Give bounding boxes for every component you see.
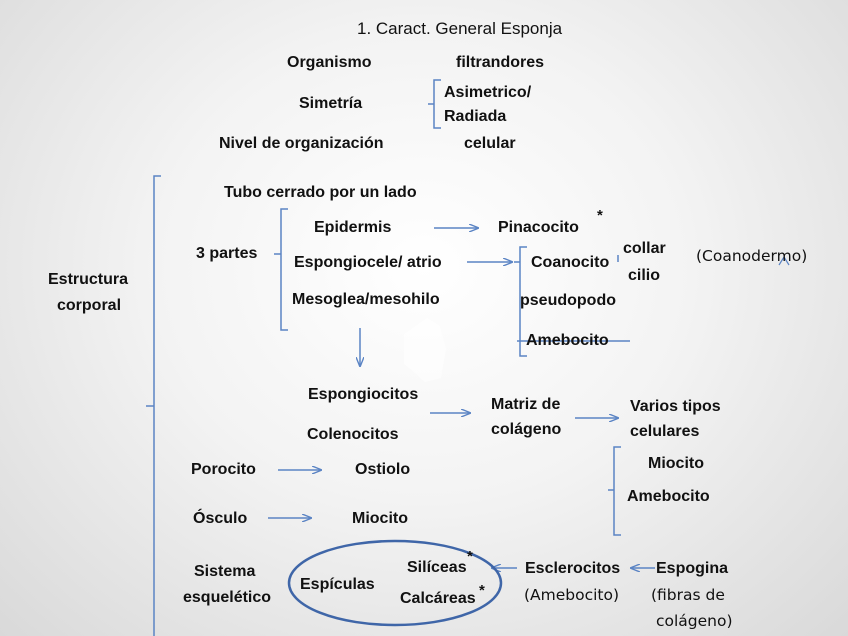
nivel-label: Nivel de organización	[219, 135, 384, 152]
simetria-value-2: Radiada	[444, 108, 507, 125]
simetria-value-1: Asimetrico/	[444, 84, 532, 101]
bracket-varios-tipos	[608, 446, 621, 536]
osculo: Ósculo	[193, 510, 248, 527]
tres-partes: 3 partes	[196, 245, 258, 262]
asterisk-siliceas: *	[467, 548, 473, 565]
sistema-label-2: esquelético	[183, 589, 272, 606]
bracket-tres-partes	[274, 208, 288, 331]
coanodermo: (Coanodermo)	[696, 247, 808, 265]
amebocito-paren: (Amebocito)	[524, 586, 620, 604]
bracket-estructura-corporal	[146, 175, 161, 636]
mesoglea: Mesoglea/mesohilo	[292, 291, 440, 308]
fibras-colageno-1: (fibras de	[651, 586, 725, 604]
porocito: Porocito	[191, 461, 256, 478]
faint-glyph-watermark	[404, 318, 446, 382]
amebocito-coanodermo: Amebocito	[526, 332, 609, 349]
espogina: Espogina	[656, 560, 729, 577]
bracket-simetria	[428, 79, 441, 129]
cilio: cilio	[628, 267, 661, 284]
amebocito-right: Amebocito	[627, 488, 710, 505]
calcareas: Calcáreas	[400, 590, 476, 607]
coanocito: Coanocito	[531, 254, 610, 271]
espiculas-ellipse	[287, 539, 503, 627]
slide-title: 1. Caract. General Esponja	[357, 19, 563, 38]
espongiocele: Espongiocele/ atrio	[294, 254, 442, 271]
espongiocitos: Espongiocitos	[308, 386, 419, 403]
matriz-colageno-2: colágeno	[491, 421, 562, 438]
tubo-cerrado: Tubo cerrado por un lado	[224, 184, 417, 201]
miocito: Miocito	[352, 510, 408, 527]
ostiolo: Ostiolo	[355, 461, 411, 478]
organismo-label: Organismo	[287, 54, 372, 71]
esclerocitos: Esclerocitos	[525, 560, 621, 577]
varios-tipos-1: Varios tipos	[630, 398, 721, 415]
matriz-colageno-1: Matriz de	[491, 396, 561, 413]
collar: collar	[623, 240, 666, 257]
sistema-label-1: Sistema	[194, 563, 256, 580]
asterisk-pinacocito: *	[597, 207, 603, 224]
colenocitos: Colenocitos	[307, 426, 399, 443]
pseudopodo: pseudopodo	[520, 292, 616, 309]
epidermis: Epidermis	[314, 219, 392, 236]
siliceas: Silíceas	[407, 559, 467, 576]
espiculas: Espículas	[300, 576, 375, 593]
varios-tipos-2: celulares	[630, 423, 700, 440]
small-arrow-coanodermo	[778, 255, 790, 266]
asterisk-calcareas: *	[479, 582, 485, 599]
bracket-coanocito-group	[514, 246, 527, 357]
nivel-value: celular	[464, 135, 516, 152]
estructura-label-1: Estructura	[48, 271, 129, 288]
simetria-label: Simetría	[299, 95, 363, 112]
miocito-right: Miocito	[648, 455, 704, 472]
estructura-label-2: corporal	[57, 297, 122, 314]
pinacocito: Pinacocito	[498, 219, 579, 236]
fibras-colageno-2: colágeno)	[656, 612, 733, 630]
organismo-value: filtrandores	[456, 54, 545, 71]
